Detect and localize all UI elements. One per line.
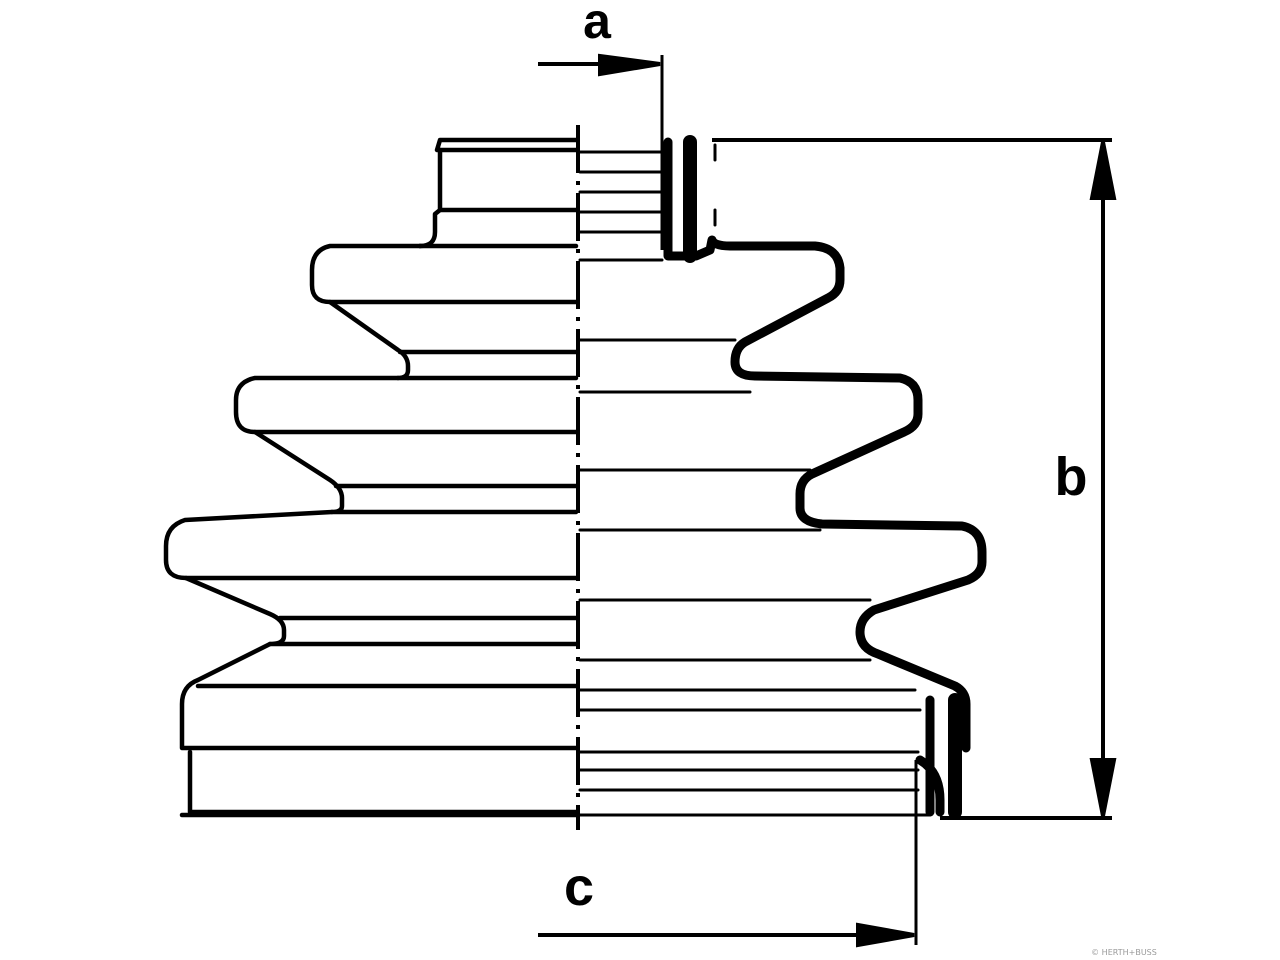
label-c: c xyxy=(564,857,594,917)
label-a: a xyxy=(583,0,612,49)
credit-text: © HERTH+BUSS xyxy=(1091,948,1157,957)
dimension-b xyxy=(712,138,1117,820)
label-b: b xyxy=(1055,447,1088,507)
dimension-a xyxy=(538,53,664,250)
boot-section-view xyxy=(578,143,932,817)
boot-outer-view xyxy=(163,137,579,818)
boot-wall-profile xyxy=(663,135,987,819)
dimension-c xyxy=(538,760,918,948)
